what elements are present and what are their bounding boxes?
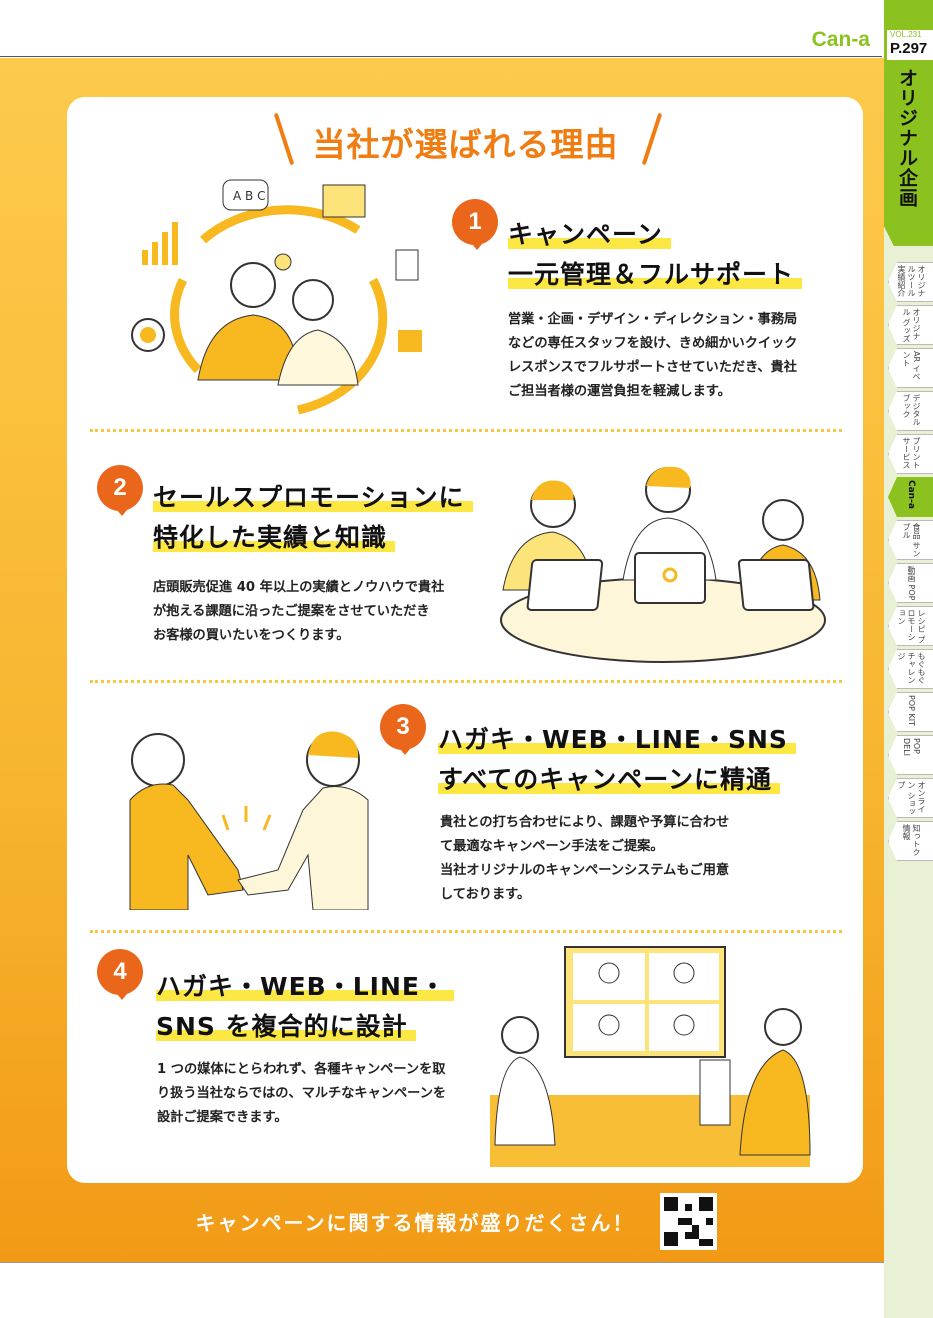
meeting-illustration [500,466,826,663]
reason-title-4: ハガキ・WEB・LINE・ SNS を複合的に設計 [156,967,454,1047]
index-tab[interactable]: POP DELI [888,735,933,775]
section-title: オリジナル企画 [896,68,918,208]
footer-message: キャンペーンに関する情報が盛りだくさん！ [195,1211,635,1235]
reason-body-3: 貴社との打ち合わせにより、課題や予算に合わせ て最適なキャンペーン手法をご提案。… [440,815,730,902]
index-tab[interactable]: プリント サービス [888,434,933,474]
index-tab[interactable]: もぐもぐ チャレンジ [888,649,933,689]
reason-number-2: 2 [97,465,143,516]
reason-number-4: 4 [97,949,143,1000]
section-divider [90,930,842,933]
reason-number-3: 3 [380,704,426,755]
handshake-illustration [129,731,369,910]
index-sidebar: VOL.231 P.297 オリジナル企画 オリジナルツール 実績紹介 オリジナ… [884,0,933,1318]
brand-logo: Can-a [811,28,870,51]
online-meeting-illustration [490,946,811,1167]
reason-title-3: ハガキ・WEB・LINE・SNS すべてのキャンペーンに精通 [438,720,796,800]
index-tab[interactable]: オンライン ショップ [888,778,933,818]
index-tab[interactable]: オリジナル グッズ [888,305,933,345]
reason-title-2: セールスプロモーションに 特化した実績と知識 [153,478,473,558]
reason-number-1: 1 [452,199,498,250]
reason-body-1: 営業・企画・デザイン・ディレクション・事務局 などの専任スタッフを設け、きめ細か… [508,312,798,399]
index-tab[interactable]: 食品 サンプル [888,520,933,560]
index-tab-active[interactable]: Can-a [888,477,933,517]
index-tab[interactable]: 動画 POP [888,563,933,603]
qr-code[interactable] [660,1193,717,1250]
section-divider [90,680,842,683]
index-tab[interactable]: オリジナルツール 実績紹介 [888,262,933,302]
page-number: P.297 [890,40,928,57]
index-tab[interactable]: POP KIT [888,692,933,732]
section-divider [90,429,842,432]
index-tab[interactable]: デジタル ブック [888,391,933,431]
reason-title-1: キャンペーン 一元管理＆フルサポート [508,215,803,295]
volume-label: VOL.231 [890,30,922,39]
svg-text:A B C: A B C [233,189,265,203]
bottom-divider [0,1262,884,1263]
page-headline: 当社が選ばれる理由 [312,125,619,164]
index-tab[interactable]: AR イベント [888,348,933,388]
index-tab[interactable]: 知っトク 情報 [888,821,933,861]
index-tab[interactable]: レシピ プロモーション [888,606,933,646]
top-bar: Can-a [0,0,882,57]
reason-body-2: 店頭販売促進 40 年以上の実績とノウハウで貴社 が抱える課題に沿ったご提案をさ… [153,580,445,643]
reason-body-4: 1 つの媒体にとらわれず、各種キャンペーンを取 り扱う当社ならではの、マルチなキ… [157,1062,447,1125]
team-support-illustration: A B C [131,179,422,415]
page-number-box: VOL.231 P.297 [887,30,933,60]
